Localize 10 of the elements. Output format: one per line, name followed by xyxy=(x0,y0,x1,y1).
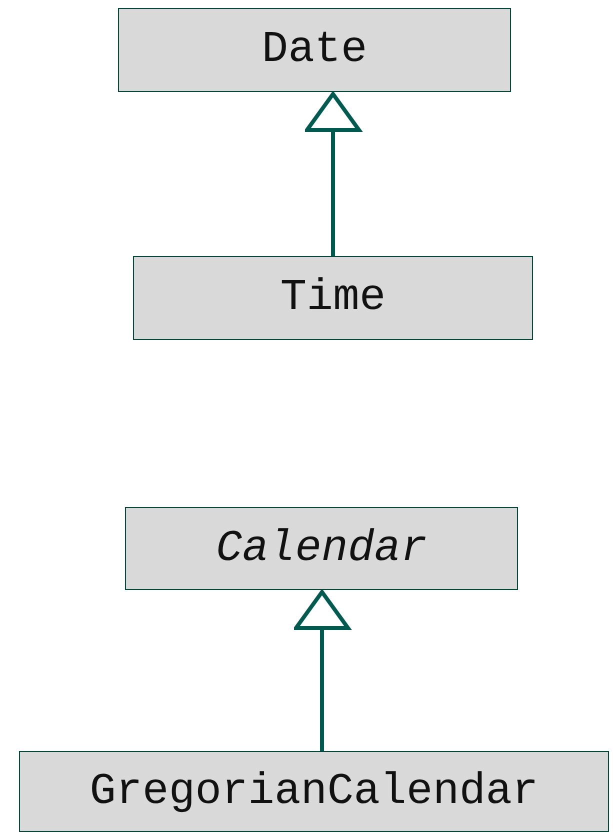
class-name: GregorianCalendar xyxy=(90,766,538,816)
class-name: Date xyxy=(262,25,368,75)
class-box xyxy=(125,507,518,590)
class-name: Time xyxy=(280,273,386,323)
class-name: Calendar xyxy=(216,524,428,574)
inheritance-arrow xyxy=(294,590,350,751)
class-box xyxy=(19,751,609,832)
inheritance-arrow xyxy=(305,92,361,256)
class-box xyxy=(118,8,511,92)
class-box xyxy=(133,256,533,340)
